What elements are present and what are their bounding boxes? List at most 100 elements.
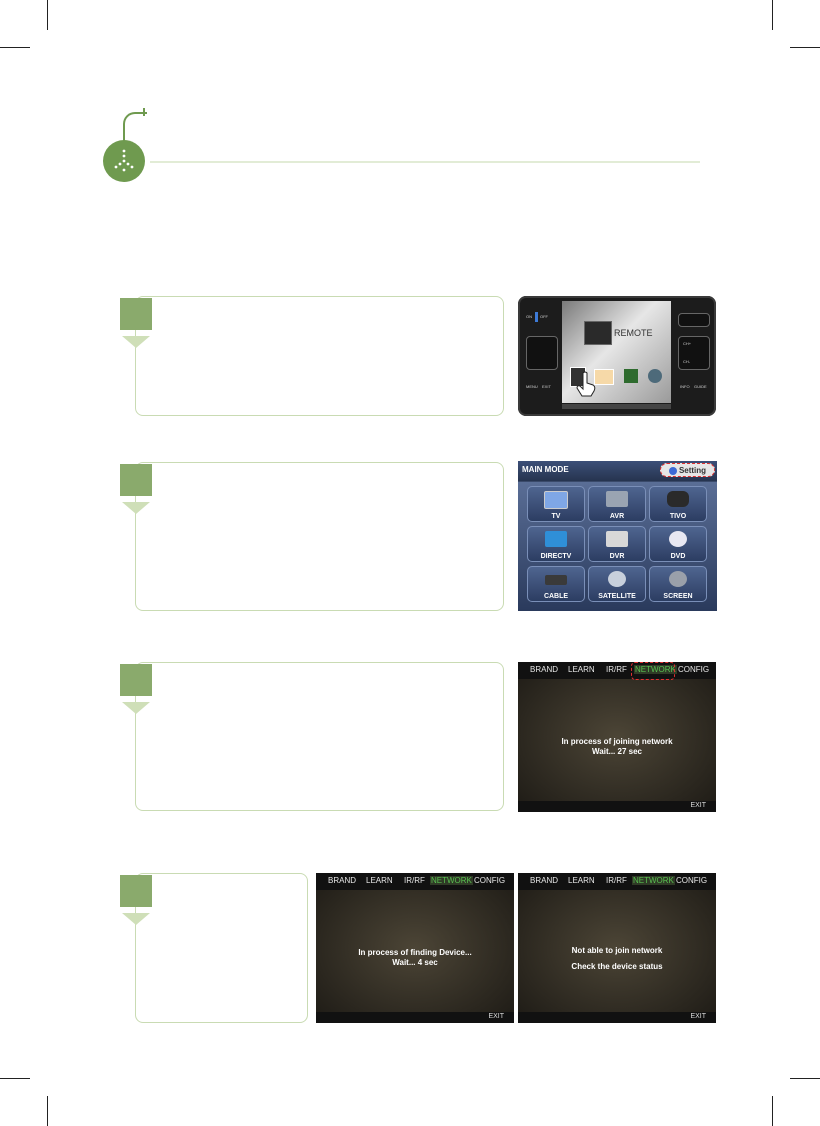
- remote-device-image: ON OFF MENU EXIT CH+ CH- INFO GUIDE REMO…: [518, 296, 716, 416]
- step-2-box: [135, 462, 504, 611]
- dvd-icon: [669, 531, 687, 547]
- network-footer: EXIT: [518, 801, 716, 812]
- setting-icon: [668, 466, 677, 475]
- tab-learn[interactable]: LEARN: [366, 876, 393, 885]
- network-footer: EXIT: [518, 1012, 716, 1023]
- tab-ir-rf[interactable]: IR/RF: [404, 876, 425, 885]
- device-label: TIVO: [669, 513, 687, 520]
- section-icon: [103, 140, 145, 182]
- remote-dpad-left: [526, 336, 558, 370]
- device-button-cable[interactable]: CABLE: [527, 566, 585, 602]
- remote-screen-title: REMOTE: [614, 328, 653, 338]
- remote-label-ch-down: CH-: [683, 359, 691, 364]
- device-label: DVD: [670, 553, 686, 560]
- network-tab-bar: BRAND LEARN IR/RF NETWORK CONFIG: [518, 873, 716, 890]
- step-4-number: [120, 875, 152, 907]
- network-tab-bar: BRAND LEARN IR/RF NETWORK CONFIG: [518, 662, 716, 679]
- remote-media-icon: [624, 369, 638, 383]
- device-label: DIRECTV: [540, 553, 572, 560]
- tab-config[interactable]: CONFIG: [678, 665, 710, 674]
- remote-dpad-right: [678, 336, 710, 370]
- film-reel-icon: [669, 571, 687, 587]
- tab-brand[interactable]: BRAND: [530, 876, 559, 885]
- remote-label-guide: GUIDE: [694, 384, 707, 389]
- tab-brand[interactable]: BRAND: [328, 876, 357, 885]
- step-3-box: [135, 662, 504, 811]
- setting-button[interactable]: Setting: [660, 463, 715, 477]
- exit-button[interactable]: EXIT: [488, 1013, 504, 1020]
- main-mode-title: MAIN MODE: [522, 465, 569, 474]
- crop-mark: [790, 1078, 820, 1079]
- step-3-number: [120, 664, 152, 696]
- remote-label-off: OFF: [540, 314, 548, 319]
- status-message-line1: In process of finding Device...: [358, 948, 472, 957]
- crop-mark: [47, 0, 48, 30]
- device-button-tivo[interactable]: TIVO: [649, 486, 707, 522]
- remote-power-indicator: [535, 312, 538, 322]
- tab-config[interactable]: CONFIG: [474, 876, 506, 885]
- main-mode-screen: MAIN MODE Setting TV AVR TIVO DIRECTV DV…: [518, 461, 717, 611]
- dvr-icon: [606, 531, 628, 547]
- header-connector-end: [143, 108, 145, 116]
- tab-learn[interactable]: LEARN: [568, 876, 595, 885]
- remote-bottom-bar: [562, 404, 671, 409]
- device-button-tv[interactable]: TV: [527, 486, 585, 522]
- device-label: SCREEN: [663, 593, 693, 600]
- speaker-icon: [606, 491, 628, 507]
- device-label: CABLE: [543, 593, 569, 600]
- step-1-box: [135, 296, 504, 416]
- tab-config[interactable]: CONFIG: [676, 876, 708, 885]
- remote-photo-icon: [594, 369, 614, 385]
- crop-mark: [0, 1078, 30, 1079]
- step-4-box: [135, 873, 308, 1023]
- device-button-avr[interactable]: AVR: [588, 486, 646, 522]
- directv-icon: [545, 531, 567, 547]
- tv-icon: [544, 491, 568, 509]
- network-tab-highlight: [631, 662, 675, 680]
- tab-learn[interactable]: LEARN: [568, 665, 595, 674]
- remote-tv-icon: [584, 321, 612, 345]
- status-message-line1: Not able to join network: [571, 946, 663, 955]
- network-screen-finding: BRAND LEARN IR/RF NETWORK CONFIG In proc…: [316, 873, 514, 1023]
- device-button-screen[interactable]: SCREEN: [649, 566, 707, 602]
- device-label: SATELLITE: [598, 593, 636, 600]
- exit-button[interactable]: EXIT: [690, 1013, 706, 1020]
- tab-brand[interactable]: BRAND: [530, 665, 559, 674]
- device-grid: TV AVR TIVO DIRECTV DVR DVD CABLE SATELL…: [518, 482, 717, 611]
- header-rule: [150, 161, 700, 163]
- network-tab-bar: BRAND LEARN IR/RF NETWORK CONFIG: [316, 873, 514, 890]
- device-button-directv[interactable]: DIRECTV: [527, 526, 585, 562]
- step-3-pointer: [122, 702, 150, 714]
- status-message-line2: Check the device status: [571, 962, 663, 971]
- device-label: AVR: [609, 513, 625, 520]
- crop-mark: [772, 1096, 773, 1126]
- status-message-line1: In process of joining network: [561, 737, 673, 746]
- tab-ir-rf[interactable]: IR/RF: [606, 876, 627, 885]
- remote-gear-icon: [648, 369, 662, 383]
- device-button-dvd[interactable]: DVD: [649, 526, 707, 562]
- step-1-pointer: [122, 336, 150, 348]
- network-screen-failed: BRAND LEARN IR/RF NETWORK CONFIG Not abl…: [518, 873, 716, 1023]
- device-button-satellite[interactable]: SATELLITE: [588, 566, 646, 602]
- network-footer: EXIT: [316, 1012, 514, 1023]
- crop-mark: [0, 47, 30, 48]
- device-button-dvr[interactable]: DVR: [588, 526, 646, 562]
- device-label: TV: [551, 513, 561, 520]
- step-1-number: [120, 298, 152, 330]
- tab-network[interactable]: NETWORK: [632, 876, 675, 885]
- remote-transport-buttons: [678, 313, 710, 327]
- step-4-pointer: [122, 913, 150, 925]
- status-message-line2: Wait... 27 sec: [592, 747, 642, 756]
- remote-label-on: ON: [526, 314, 532, 319]
- exit-button[interactable]: EXIT: [690, 802, 706, 809]
- tab-ir-rf[interactable]: IR/RF: [606, 665, 627, 674]
- remote-label-menu: MENU: [526, 384, 538, 389]
- header-connector: [123, 112, 147, 144]
- network-screen-joining: BRAND LEARN IR/RF NETWORK CONFIG In proc…: [518, 662, 716, 812]
- satellite-icon: [608, 571, 626, 587]
- remote-label-exit: EXIT: [542, 384, 551, 389]
- tab-network[interactable]: NETWORK: [430, 876, 473, 885]
- tab-network[interactable]: NETWORK: [634, 665, 677, 674]
- device-label: DVR: [609, 553, 625, 560]
- setting-label: Setting: [678, 466, 707, 475]
